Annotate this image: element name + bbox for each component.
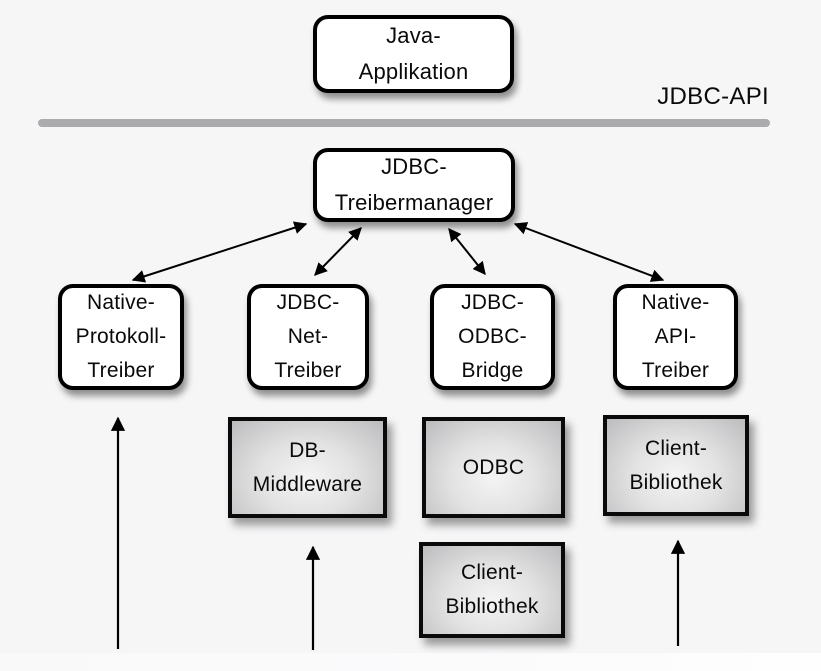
arrow-treibermanager-native-api bbox=[513, 222, 665, 282]
bottom-edge-band bbox=[0, 653, 821, 671]
arrow-treibermanager-jdbc-odbc bbox=[448, 227, 486, 276]
node-native-api-treiber: Native- API- Treiber bbox=[613, 284, 738, 390]
node-native-protokoll-treiber-label: Native- Protokoll- Treiber bbox=[75, 291, 167, 382]
node-jdbc-odbc-bridge-label: JDBC- ODBC- Bridge bbox=[458, 291, 527, 382]
node-jdbc-odbc-bridge: JDBC- ODBC- Bridge bbox=[430, 284, 555, 390]
node-native-api-treiber-label: Native- API- Treiber bbox=[641, 291, 710, 382]
jdbc-api-label: JDBC-API bbox=[657, 83, 769, 110]
node-java-applikation-label: Java- Applikation bbox=[358, 23, 469, 84]
node-client-bibliothek-right-label: Client- Bibliothek bbox=[629, 436, 723, 494]
node-java-applikation: Java- Applikation bbox=[313, 15, 514, 93]
arrow-treibermanager-jdbc-net bbox=[314, 227, 362, 276]
jdbc-api-divider-line bbox=[38, 119, 770, 127]
arrow-treibermanager-native-protokoll bbox=[131, 221, 308, 283]
node-odbc: ODBC bbox=[422, 417, 565, 518]
node-client-bibliothek-bottom: Client- Bibliothek bbox=[419, 542, 565, 638]
node-jdbc-treibermanager-label: JDBC- Treibermanager bbox=[334, 154, 494, 215]
node-db-middleware-label: DB- Middleware bbox=[252, 438, 363, 496]
node-jdbc-net-treiber-label: JDBC- Net- Treiber bbox=[274, 291, 342, 382]
node-native-protokoll-treiber: Native- Protokoll- Treiber bbox=[58, 284, 184, 390]
node-jdbc-treibermanager: JDBC- Treibermanager bbox=[313, 148, 515, 222]
node-jdbc-net-treiber: JDBC- Net- Treiber bbox=[247, 284, 369, 390]
node-odbc-label: ODBC bbox=[462, 455, 525, 479]
node-client-bibliothek-bottom-label: Client- Bibliothek bbox=[445, 561, 539, 618]
node-client-bibliothek-right: Client- Bibliothek bbox=[603, 415, 749, 516]
node-db-middleware: DB- Middleware bbox=[228, 417, 387, 518]
